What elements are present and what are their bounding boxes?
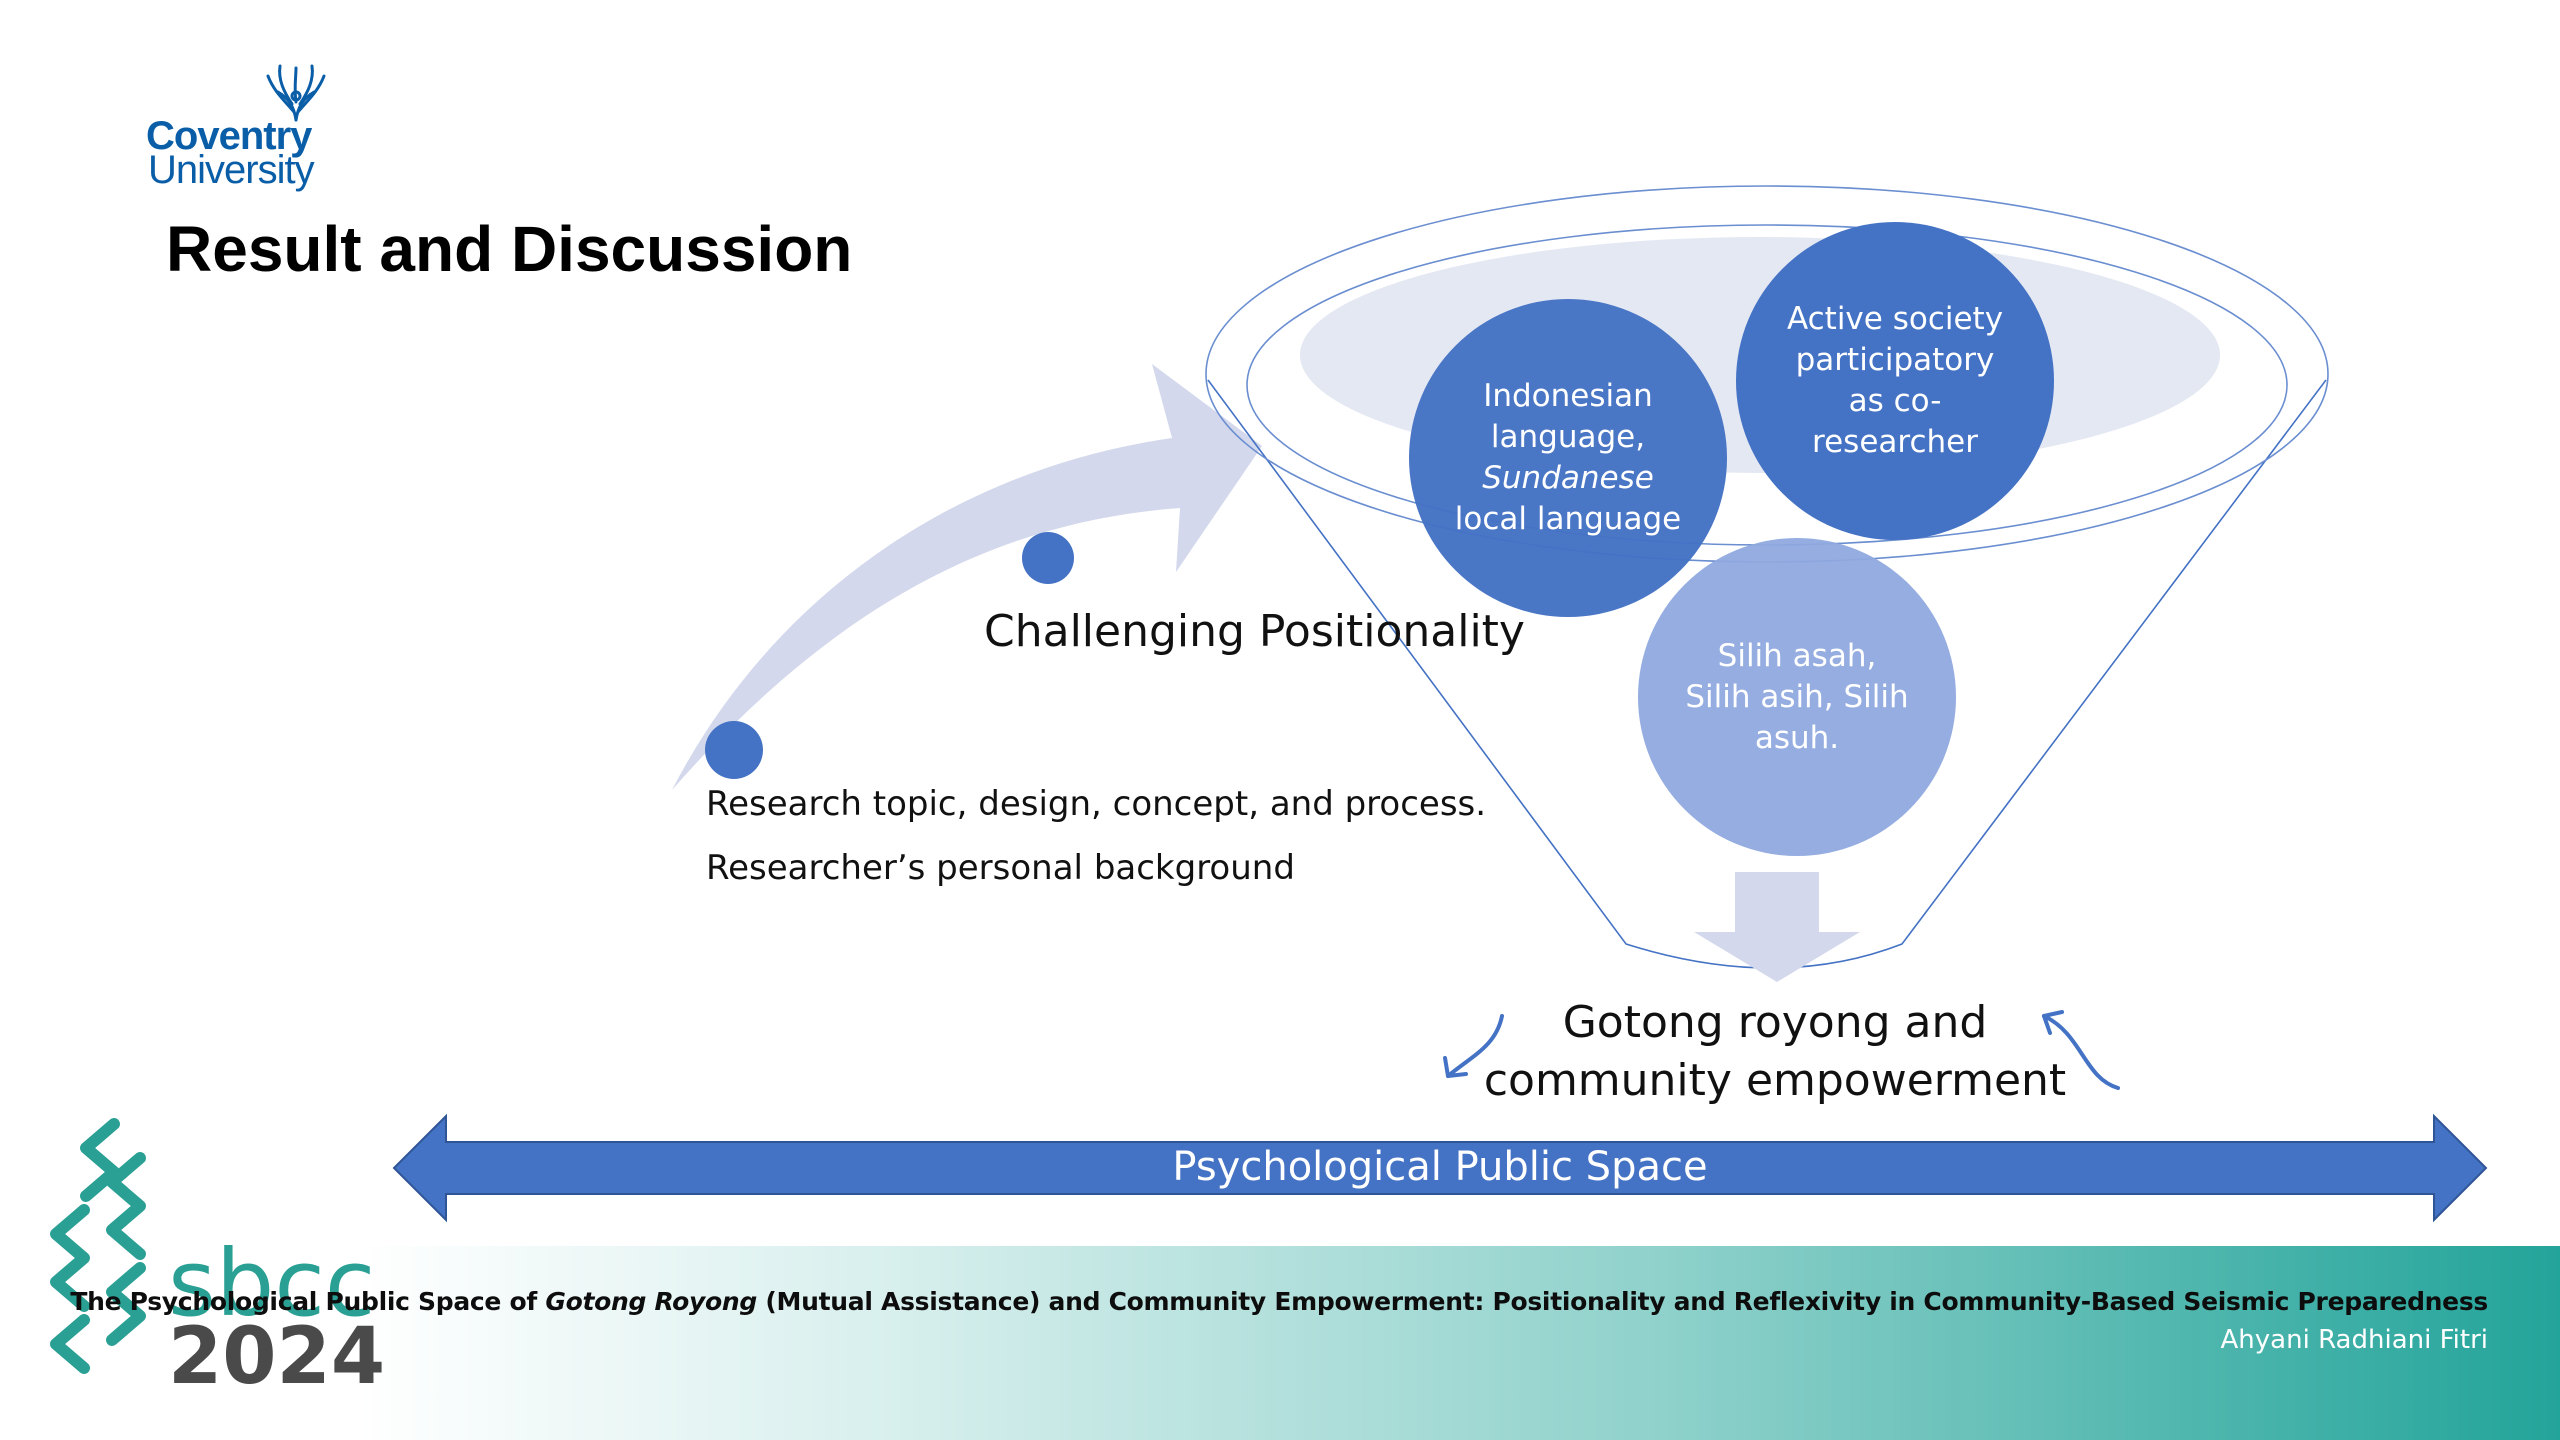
circle-silih-line1: Silih asah, [1717,637,1877,674]
footer-title: The Psychological Public Space of Gotong… [70,1287,2488,1316]
right-curl-arrow-icon [2042,1010,2120,1090]
circle-active [1736,222,2054,540]
circle-language [1409,299,1727,617]
footer-title-em: Gotong Royong [545,1287,758,1316]
circle-active-text: Active society participatory as co- rese… [1736,222,2054,540]
outcome-label: Gotong royong and community empowerment [1440,994,2110,1110]
circle-active-line3: as co- [1848,383,1942,419]
circle-active-line4: researcher [1812,424,1978,460]
circle-language-text: Indonesian language, Sundanese local lan… [1409,299,1727,617]
circle-active-line1: Active society [1786,301,2004,337]
circle-language-line4: local language [1454,501,1682,537]
circle-silih-line3: asuh. [1754,719,1840,756]
logo-line1: Coventry [146,114,312,158]
circle-language-line3: Sundanese [1482,460,1654,496]
down-arrow [1694,872,1860,982]
sbcc-brand: sbcc [168,1230,376,1337]
circle-language-line2: language, [1490,419,1646,455]
public-space-label: Psychological Public Space [1172,1144,1708,1190]
curved-arrow [672,364,1262,790]
footer-author: Ahyani Radhiani Fitri [2220,1325,2488,1355]
logo-line2: University [148,148,315,192]
outcome-line1: Gotong royong and [1562,997,1988,1048]
footer-title-pre: The Psychological Public Space of [70,1287,546,1316]
footer-title-post: (Mutual Assistance) and Community Empowe… [757,1287,2488,1316]
phoenix-icon [266,64,326,122]
circle-silih-text: Silih asah, Silih asih, Silih asuh. [1638,538,1956,856]
circle-silih-line2: Silih asih, Silih [1685,678,1909,715]
public-space-arrow [392,1113,2488,1223]
slide-title: Result and Discussion [166,213,853,285]
research-topic-label: Research topic, design, concept, and pro… [706,784,1487,824]
sbcc-wave-icon [50,1118,146,1374]
challenging-positionality-label: Challenging Positionality [984,606,1525,657]
left-curl-arrow-icon [1443,1014,1504,1078]
circle-active-line2: participatory [1795,342,1995,378]
timeline-dot-lower [705,721,763,779]
sbcc-year: 2024 [168,1312,386,1402]
circle-silih [1638,538,1956,856]
circle-language-line1: Indonesian [1483,378,1653,414]
timeline-dot-upper [1022,532,1074,584]
footer-band [0,1246,2560,1440]
coventry-logo: Coventry University [146,62,336,192]
outcome-line2: community empowerment [1483,1055,2067,1106]
researcher-background-label: Researcher’s personal background [706,848,1295,888]
